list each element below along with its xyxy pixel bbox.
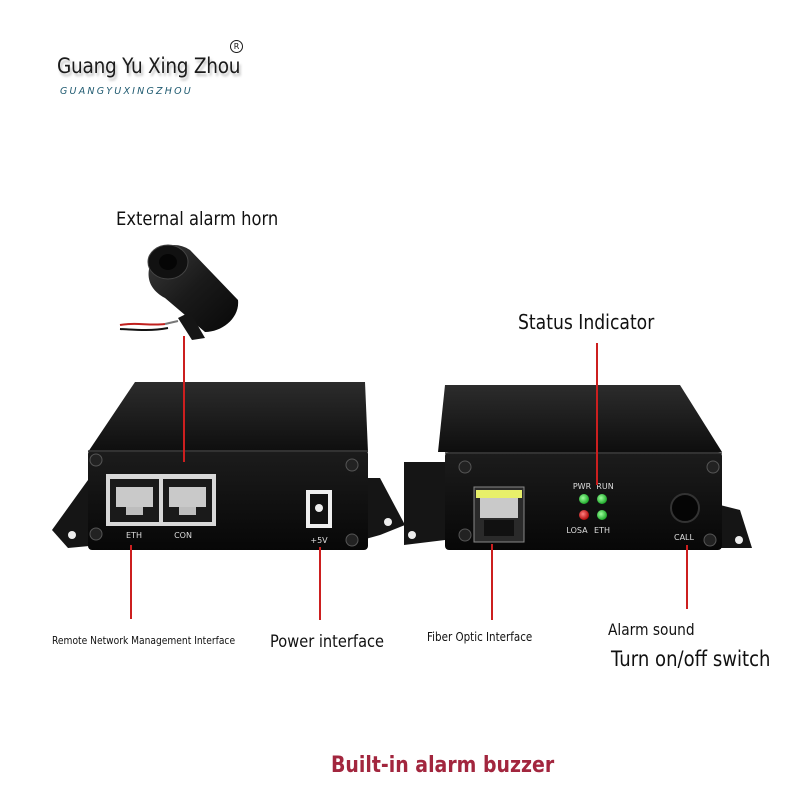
call-label: CALL xyxy=(674,533,695,542)
left-device xyxy=(52,382,405,550)
label-built-in-buzzer: Built-in alarm buzzer xyxy=(331,753,555,778)
label-external-horn: External alarm horn xyxy=(116,208,279,230)
leader-line-alarm xyxy=(686,545,688,609)
leader-line-power xyxy=(319,547,321,620)
label-onoff-switch: Turn on/off switch xyxy=(611,647,771,671)
leader-line-remote xyxy=(130,545,132,619)
brand-name: Guang Yu Xing Zhou xyxy=(57,54,241,78)
registered-mark: R xyxy=(230,40,243,53)
alarm-horn-image xyxy=(119,244,239,340)
leader-line-status xyxy=(596,343,598,485)
leader-line-horn xyxy=(183,336,185,462)
port-eth-label: ETH xyxy=(126,531,142,540)
label-fiber-interface: Fiber Optic Interface xyxy=(427,630,533,644)
label-remote-mgmt: Remote Network Management Interface xyxy=(52,634,236,647)
port-con-label: CON xyxy=(174,531,192,540)
right-device xyxy=(404,385,752,550)
power-mark: +5V xyxy=(310,536,328,545)
led-run-label: RUN xyxy=(596,482,613,491)
leader-line-fiber xyxy=(491,544,493,620)
label-alarm-sound: Alarm sound xyxy=(608,620,695,639)
brand-subtitle: GUANGYUXINGZHOU xyxy=(60,86,193,97)
led-losa-label: LOSA xyxy=(566,526,588,535)
label-status-indicator: Status Indicator xyxy=(518,310,655,334)
led-pwr-label: PWR xyxy=(573,482,592,491)
led-eth-label: ETH xyxy=(594,526,610,535)
label-power-interface: Power interface xyxy=(270,632,385,652)
